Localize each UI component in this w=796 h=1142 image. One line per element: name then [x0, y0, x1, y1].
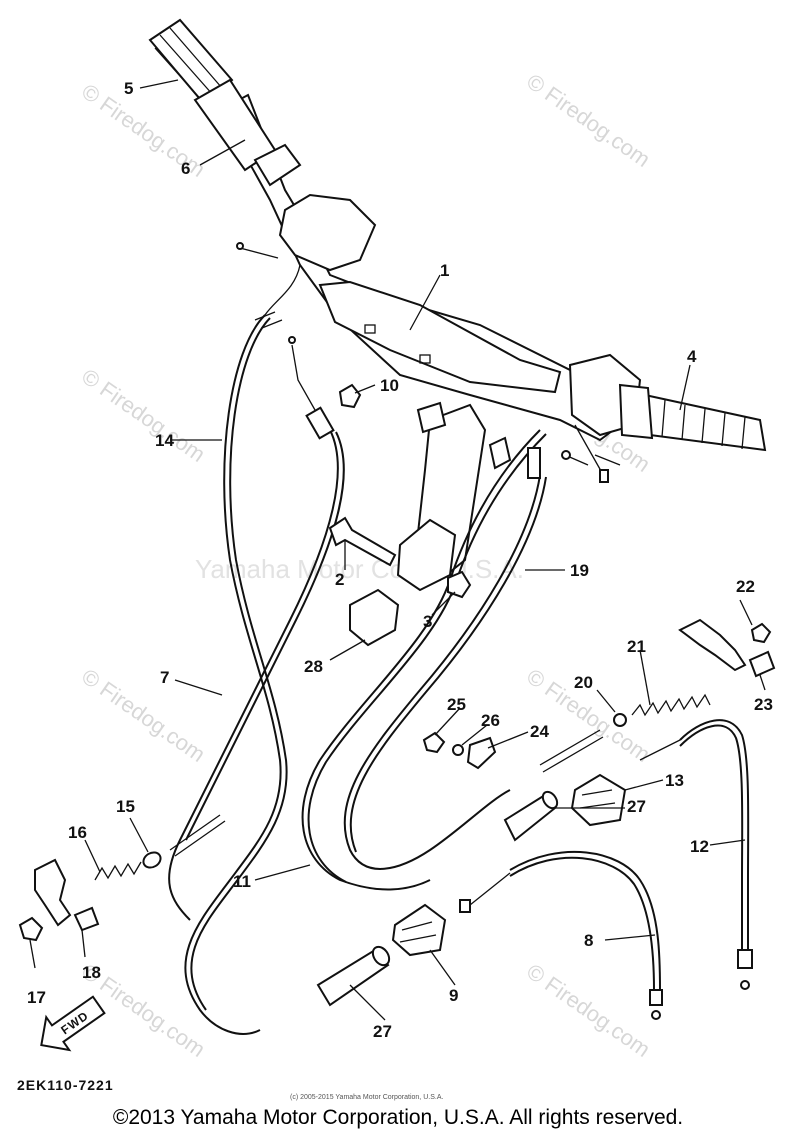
nut-3 [447, 570, 472, 599]
small-copyright-notice: (c) 2005-2015 Yamaha Motor Corporation, … [290, 1094, 443, 1101]
label-part-3: 3 [423, 612, 432, 631]
left-grip [148, 18, 377, 272]
adjuster-27-top [503, 790, 559, 842]
label-part-13: 13 [665, 771, 684, 790]
spring-16 [94, 861, 142, 881]
label-part-27-bottom: 27 [373, 1022, 392, 1041]
cable-12 [679, 719, 750, 950]
junction-9 [391, 903, 447, 957]
threaded-adjuster [169, 814, 221, 851]
label-part-4: 4 [687, 347, 697, 366]
label-part-1: 1 [440, 261, 449, 280]
bolt-10 [338, 383, 362, 409]
cable-11 [301, 429, 541, 891]
label-part-27-top: 27 [627, 797, 646, 816]
label-part-22: 22 [736, 577, 755, 596]
watermark-firedog: © Firedog.com [522, 69, 655, 172]
leader-lines [29, 79, 766, 1021]
label-part-17: 17 [27, 988, 46, 1007]
label-part-12: 12 [690, 837, 709, 856]
label-part-15: 15 [116, 797, 135, 816]
handlebar [218, 93, 622, 592]
watermark-firedog: © Firedog.com [77, 664, 210, 767]
label-part-28: 28 [304, 657, 323, 676]
lever-left [34, 858, 72, 927]
adjuster-27-bottom [316, 945, 391, 1007]
label-part-16: 16 [68, 823, 87, 842]
cable-7 [168, 429, 339, 921]
right-grip [568, 353, 767, 483]
label-part-2: 2 [335, 570, 344, 589]
diagram-code: 2EK110-7221 [17, 1077, 114, 1093]
label-part-21: 21 [627, 637, 646, 656]
label-part-20: 20 [574, 673, 593, 692]
collar-18 [73, 906, 100, 932]
locknut-15 [142, 851, 162, 869]
washer-20 [613, 713, 627, 727]
junction-13 [570, 773, 627, 827]
label-part-19: 19 [570, 561, 589, 580]
label-part-10: 10 [380, 376, 399, 395]
bolt-22 [750, 622, 772, 644]
label-part-25: 25 [447, 695, 466, 714]
cable-8 [509, 850, 661, 991]
label-part-24: 24 [530, 722, 549, 741]
bolt-17 [18, 916, 44, 942]
washer-26 [452, 744, 464, 756]
watermark-firedog: © Firedog.com [522, 959, 655, 1062]
label-part-6: 6 [181, 159, 190, 178]
cable-14 [184, 314, 282, 1035]
watermark-firedog: © Firedog.com [77, 364, 210, 467]
bolt-2 [328, 516, 397, 567]
collar-23 [748, 650, 776, 678]
bolt-25 [422, 731, 446, 754]
label-part-26: 26 [481, 711, 500, 730]
clamp-28 [349, 588, 400, 647]
spring-21 [631, 693, 711, 717]
label-part-14: 14 [155, 431, 174, 450]
cable-19 [343, 474, 541, 870]
copyright-footer: ©2013 Yamaha Motor Corporation, U.S.A. A… [112, 1106, 684, 1129]
label-part-11: 11 [233, 872, 251, 891]
part-number-labels: 1 2 3 4 5 6 7 8 9 10 11 12 13 14 15 16 1… [27, 79, 773, 1041]
label-part-5: 5 [124, 79, 133, 98]
label-part-23: 23 [754, 695, 773, 714]
watermark-center: Yamaha Motor Corp., U.S.A. [195, 554, 524, 584]
label-part-9: 9 [449, 986, 458, 1005]
label-part-18: 18 [82, 963, 101, 982]
label-part-8: 8 [584, 931, 593, 950]
bracket-24 [466, 736, 497, 770]
label-part-7: 7 [160, 668, 169, 687]
lever-right [678, 618, 747, 672]
